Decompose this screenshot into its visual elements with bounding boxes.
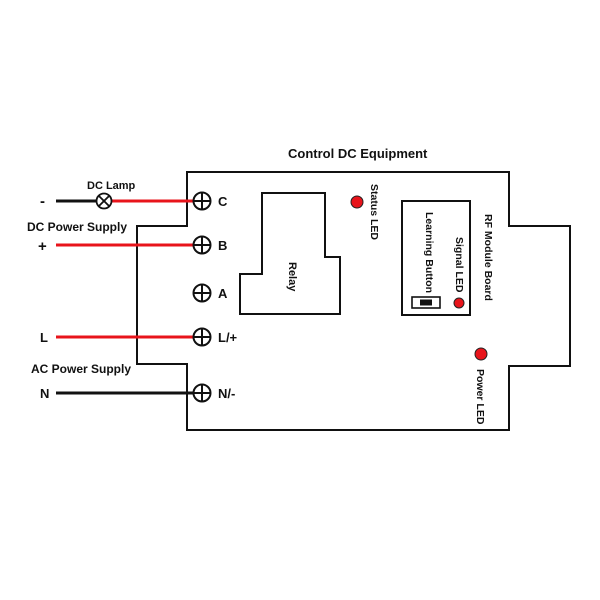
neutral-label: N — [40, 386, 49, 401]
signal-led-label: Signal LED — [453, 237, 465, 293]
equipment-enclosure — [136, 171, 571, 431]
terminal-n: N/- — [192, 383, 235, 403]
power-led-icon — [474, 347, 488, 361]
relay-outline — [239, 192, 341, 315]
power-led-label: Power LED — [474, 369, 486, 425]
lamp-icon — [95, 192, 113, 210]
terminal-l: L/+ — [192, 327, 238, 347]
terminal-label: B — [218, 238, 227, 253]
learning-button-label: Learning Button — [423, 212, 435, 293]
terminal-c: C — [192, 191, 228, 211]
rf-module-board — [401, 200, 471, 316]
terminal-b: B — [192, 235, 227, 255]
terminal-a: A — [192, 283, 228, 303]
screw-terminal-icon — [192, 327, 212, 347]
terminal-label: C — [218, 194, 228, 209]
dc-lamp-label: DC Lamp — [87, 180, 136, 192]
equipment-title: Control DC Equipment — [288, 146, 428, 161]
ac-power-supply-label: AC Power Supply — [31, 362, 131, 376]
relay-label: Relay — [286, 262, 298, 292]
negative-label: - — [40, 193, 45, 210]
positive-label: + — [38, 238, 47, 255]
rf-module-label: RF Module Board — [482, 214, 494, 301]
screw-terminal-icon — [192, 383, 212, 403]
dc-power-supply-label: DC Power Supply — [27, 220, 127, 234]
terminal-label: L/+ — [218, 330, 238, 345]
learning-button[interactable] — [411, 296, 441, 309]
signal-led-icon — [453, 297, 465, 309]
screw-terminal-icon — [192, 235, 212, 255]
status-led-icon — [350, 195, 364, 209]
terminal-label: N/- — [218, 386, 235, 401]
status-led-label: Status LED — [368, 184, 380, 240]
screw-terminal-icon — [192, 283, 212, 303]
terminal-label: A — [218, 286, 228, 301]
wires — [56, 199, 193, 395]
live-label: L — [40, 330, 48, 345]
screw-terminal-icon — [192, 191, 212, 211]
